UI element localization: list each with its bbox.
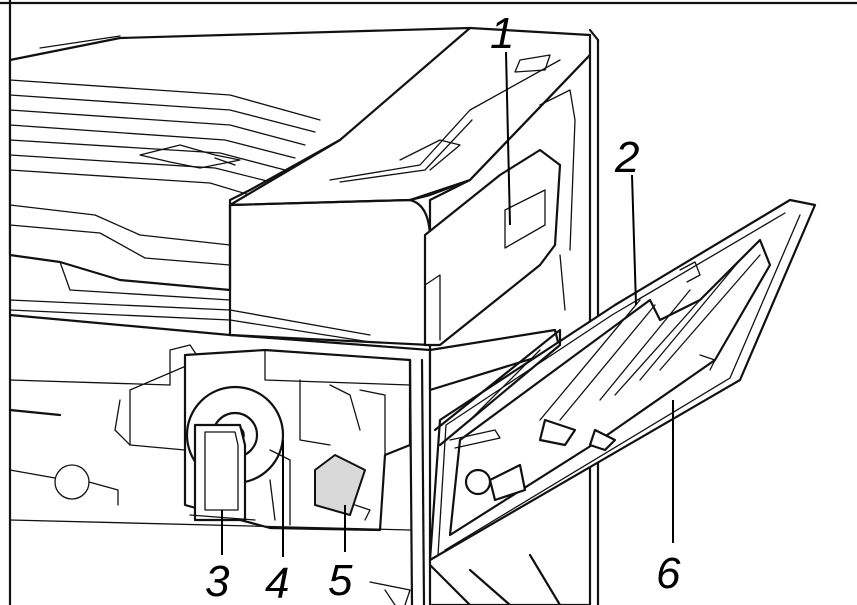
opened-side-door xyxy=(428,198,817,605)
toner-cartridge xyxy=(314,454,371,521)
callout-3: 3 xyxy=(205,557,230,605)
callout-4: 4 xyxy=(265,559,289,605)
callout-5: 5 xyxy=(328,556,353,605)
leader-2 xyxy=(631,174,637,306)
callout-leaders xyxy=(221,51,674,557)
output-tray xyxy=(8,26,472,343)
callout-6: 6 xyxy=(656,549,681,598)
drum-unit xyxy=(185,385,285,522)
callout-2: 2 xyxy=(614,133,639,182)
front-lower-panel xyxy=(8,313,432,605)
callout-labels: 1 2 3 4 5 6 xyxy=(205,9,681,605)
callout-1: 1 xyxy=(490,9,514,58)
leader-1 xyxy=(505,51,511,226)
